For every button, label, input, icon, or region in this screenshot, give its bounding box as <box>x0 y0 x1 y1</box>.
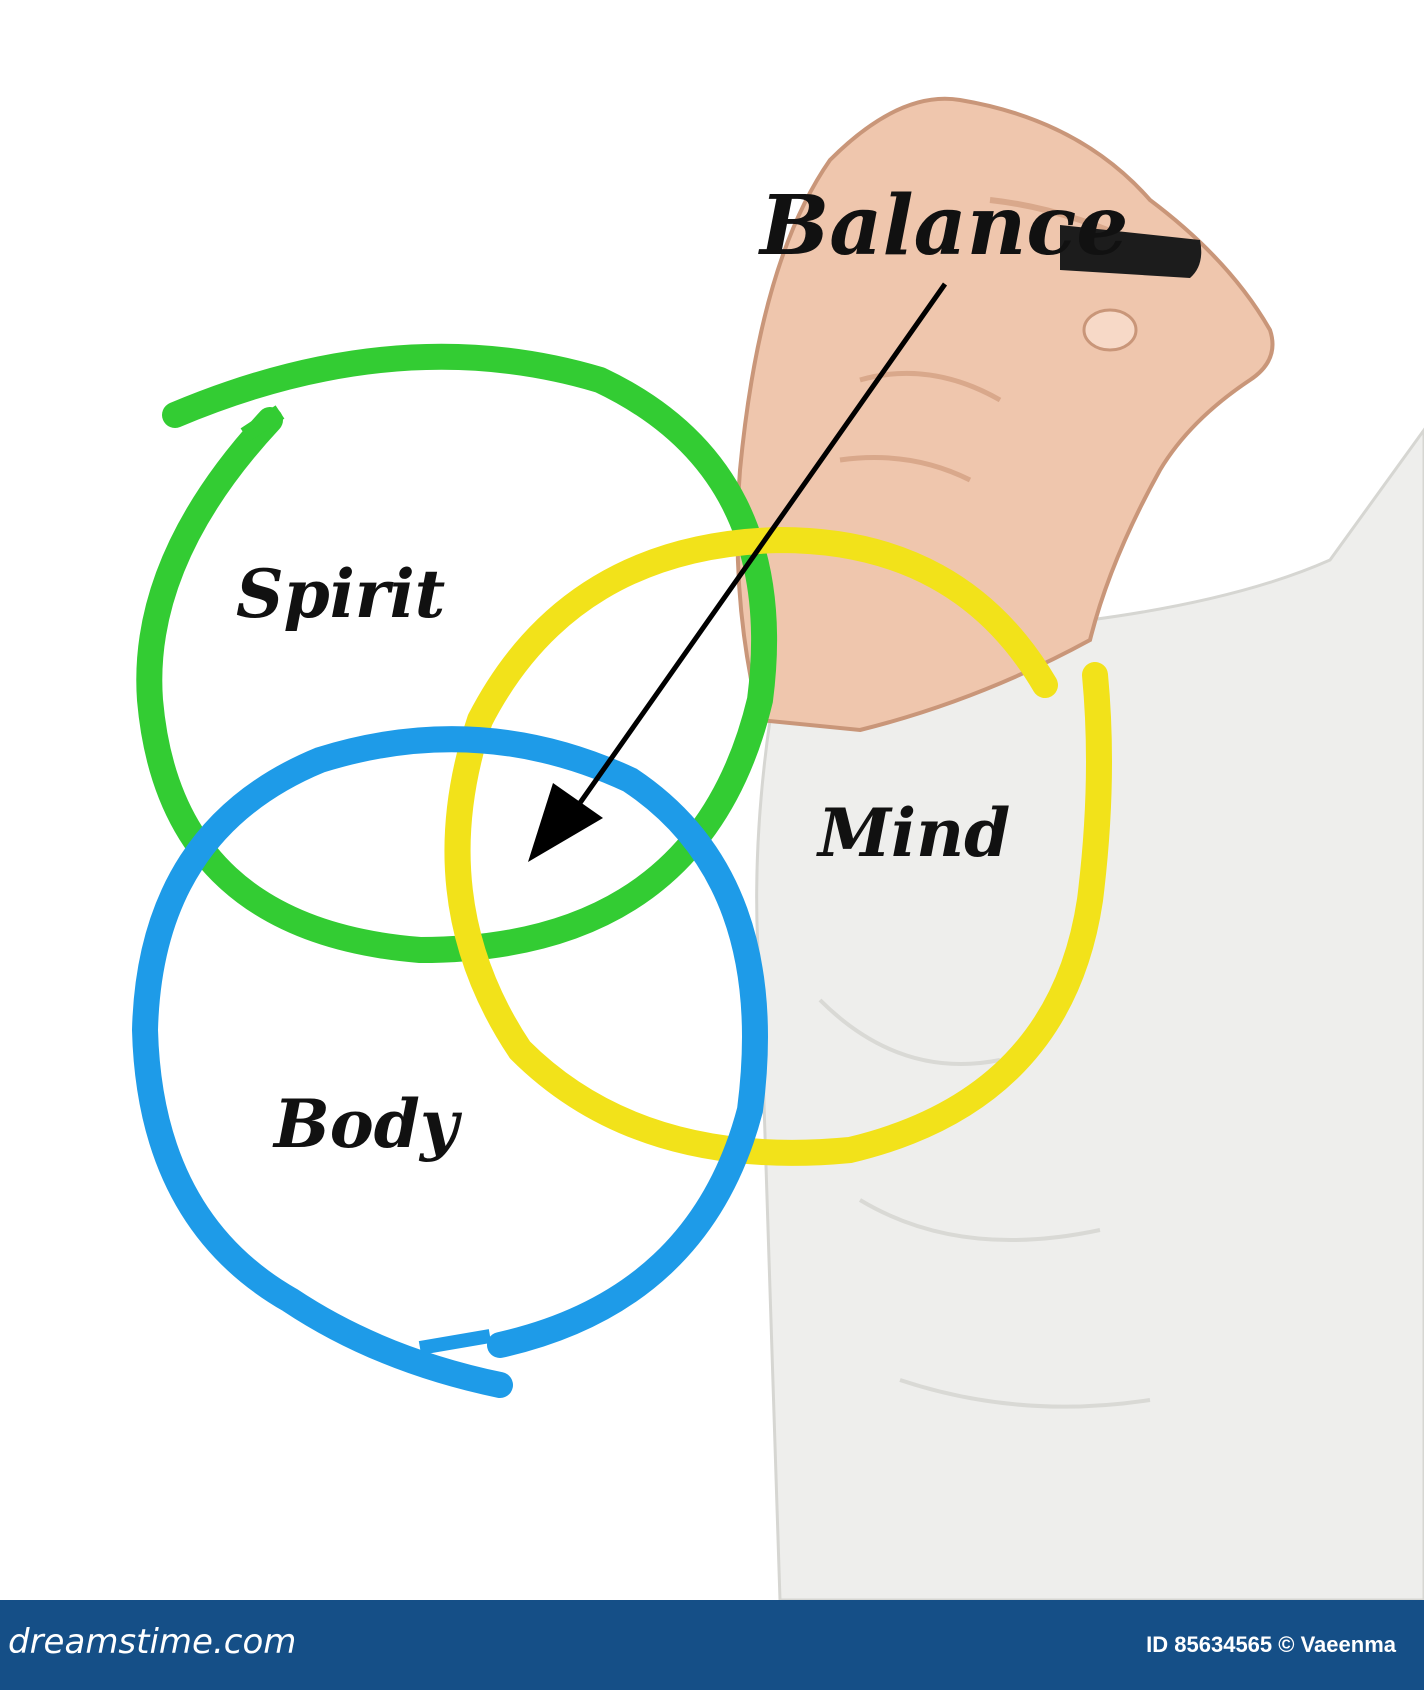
body-label: Body <box>274 1085 458 1163</box>
brand-text: dreamstime.com <box>8 1622 296 1662</box>
mind-label: Mind <box>818 794 1010 872</box>
balance-label: Balance <box>760 178 1128 274</box>
watermark-footer: dreamstime.com ID 85634565 © Vaeenma <box>0 1600 1424 1690</box>
spirit-label: Spirit <box>236 555 445 633</box>
image-credit: ID 85634565 © Vaeenma <box>1146 1632 1396 1658</box>
